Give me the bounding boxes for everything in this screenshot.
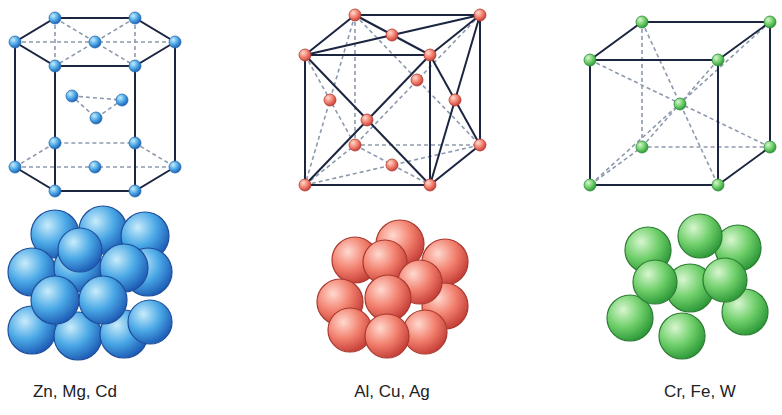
element-list: Al, Cu, Ag bbox=[354, 382, 430, 402]
element-list: Zn, Mg, Cd bbox=[33, 382, 117, 402]
bcc-lattice bbox=[584, 16, 776, 191]
fcc-packing bbox=[317, 220, 468, 358]
bcc-packing bbox=[607, 214, 768, 359]
hcp-lattice bbox=[9, 12, 181, 197]
hcp-packing bbox=[8, 206, 172, 360]
element-list: Cr, Fe, W bbox=[664, 382, 736, 402]
fcc-lattice bbox=[299, 9, 486, 191]
